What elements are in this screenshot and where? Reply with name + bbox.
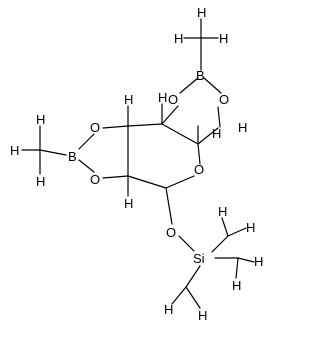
bond-CH2-C5 — [197, 127, 219, 145]
atom-O-dioxole-lower: O — [90, 172, 100, 187]
bond-Bleft-methyl — [39, 149, 67, 156]
bond-C3-Oupper — [102, 125, 129, 129]
bonds — [21, 18, 255, 309]
atom-Si: Si — [193, 251, 205, 266]
atom-H-C2: H — [124, 196, 133, 211]
bond-Oanomeric-Si — [178, 235, 195, 252]
molecule-svg: B O O O O B O O Si H H H H H H H H H H H… — [10, 5, 263, 323]
bond-C4-C5 — [161, 123, 199, 145]
bond-meH2 — [221, 217, 229, 237]
atom-O-ring: O — [194, 162, 204, 177]
atom-O-top-left: O — [168, 92, 178, 107]
atom-H-methyl-left: H — [174, 31, 183, 46]
bond-meH5 — [171, 286, 187, 305]
atom-H-leftmethyl-left: H — [10, 143, 19, 158]
atom-H-Si-me4: H — [232, 278, 241, 293]
atom-H-Si-me5: H — [164, 302, 173, 317]
bond-Otopright-CH2 — [217, 106, 221, 128]
bond-C3-C4 — [127, 123, 163, 127]
bond-Si-methyl-down — [185, 265, 201, 288]
bond-meH3 — [237, 257, 255, 263]
bond-Si-methyl-upright — [211, 235, 229, 253]
atom-H-leftmethyl-up: H — [36, 112, 45, 127]
atom-B-top: B — [196, 68, 205, 83]
atom-H-Si-me2: H — [218, 204, 227, 219]
bond-Otopleft-C4 — [161, 105, 179, 125]
atom-O-dioxole-upper: O — [90, 120, 100, 135]
bond-C1-C2 — [127, 175, 167, 189]
bond-Oring-C1 — [165, 175, 195, 189]
bond-Olower-Bleft — [78, 159, 95, 173]
atom-H-CH2-a: H — [238, 120, 247, 135]
atom-H-CH2-b: H — [212, 126, 221, 141]
bond-C5-Oring — [197, 143, 201, 165]
bond-Btop-Otopleft — [179, 77, 199, 94]
atom-O-anomeric: O — [166, 225, 176, 240]
atom-O-top-right: O — [219, 92, 229, 107]
atom-H-leftmethyl-down: H — [36, 174, 45, 189]
atom-H-methyl-top: H — [197, 5, 206, 20]
atom-H-Si-me1: H — [246, 220, 255, 235]
bond-meH1 — [227, 227, 247, 237]
bond-C2-Olower — [102, 175, 129, 179]
atom-H-Si-me3: H — [254, 254, 263, 269]
bond-meH4 — [235, 257, 239, 279]
atom-H-C3: H — [124, 92, 133, 107]
atom-H-Si-me6: H — [198, 308, 207, 323]
bond-Btop-Otopright — [203, 77, 222, 94]
atom-B-left: B — [68, 149, 77, 164]
atom-H-methyl-right: H — [219, 31, 228, 46]
structure-diagram: B O O O O B O O Si H H H H H H H H H H H… — [10, 5, 263, 323]
atom-labels: B O O O O B O O Si H H H H H H H H H H H… — [10, 5, 263, 323]
bond-meH6 — [185, 286, 201, 309]
bond-C1-Oanomeric — [165, 187, 173, 225]
bond-Oupper-Bleft — [78, 133, 95, 150]
atom-H-C4: H — [158, 90, 167, 105]
